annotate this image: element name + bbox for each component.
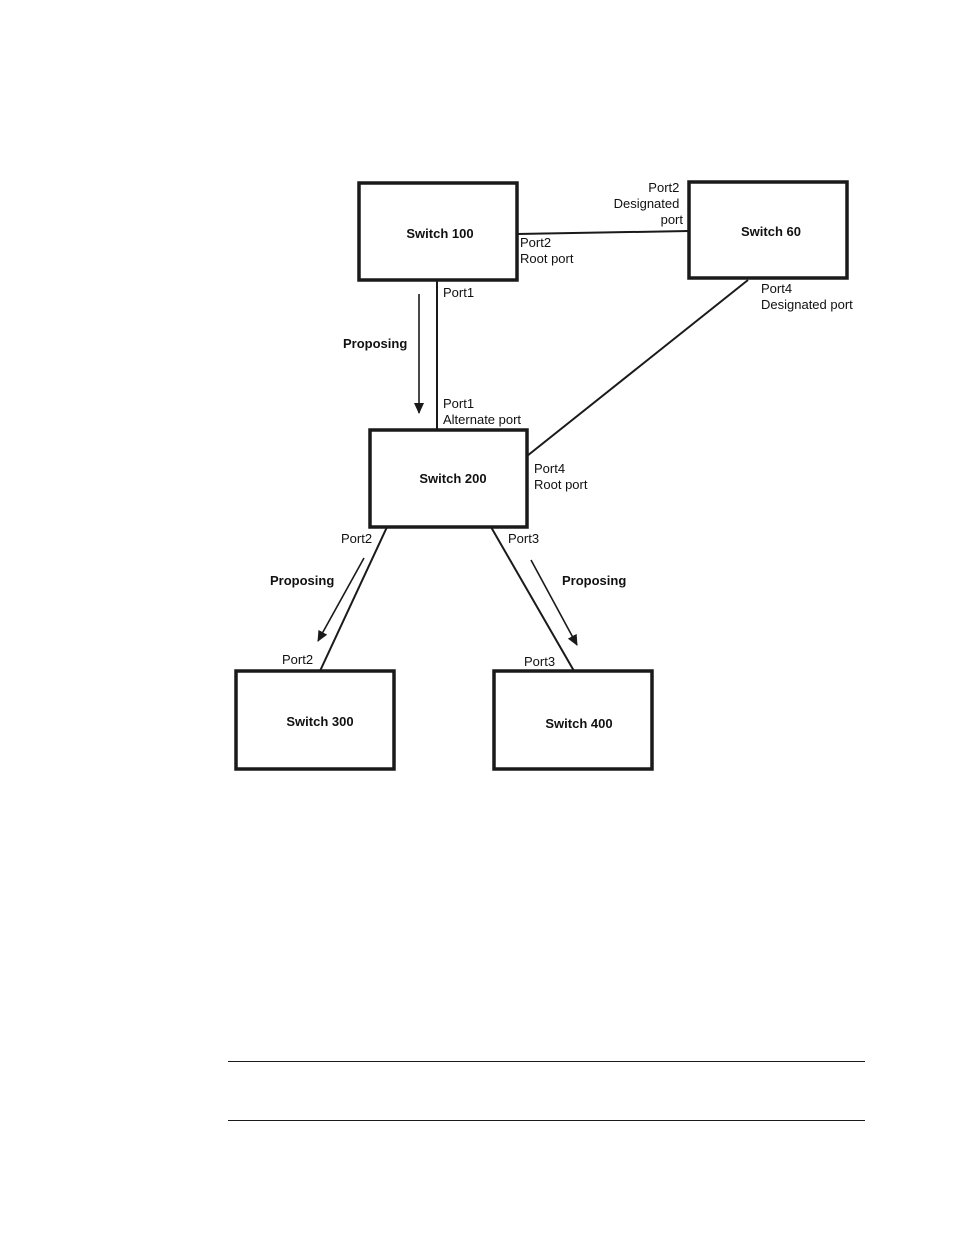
s200-port1-label: Port1 Alternate port <box>443 396 521 427</box>
s200-port3-label: Port3 <box>508 531 539 546</box>
s200-port2-label: Port2 <box>341 531 372 546</box>
switch-400: Switch 400 <box>494 671 652 769</box>
proposing-label-1: Proposing <box>343 336 407 351</box>
link-s200-s300 <box>320 527 387 671</box>
divider-bottom <box>228 1120 865 1121</box>
switch-100-label: Switch 100 <box>406 226 473 241</box>
s400-port3-label: Port3 <box>524 654 555 669</box>
s200-port4-label: Port4 Root port <box>534 461 588 492</box>
switch-60: Switch 60 <box>689 182 847 278</box>
link-s60-s200 <box>527 280 748 456</box>
proposing-label-3: Proposing <box>562 573 626 588</box>
switch-200-label: Switch 200 <box>419 471 486 486</box>
link-s100-s60 <box>517 231 689 234</box>
switch-400-label: Switch 400 <box>545 716 612 731</box>
s60-port2-label: Port2 Designated port <box>614 180 684 227</box>
s300-port2-label: Port2 <box>282 652 313 667</box>
s100-port1-label: Port1 <box>443 285 474 300</box>
s100-port2-label: Port2 Root port <box>520 235 574 266</box>
proposing-arrow-s200-s300 <box>318 558 364 641</box>
s60-port4-label: Port4 Designated port <box>761 281 853 312</box>
switch-300: Switch 300 <box>236 671 394 769</box>
switch-60-label: Switch 60 <box>741 224 801 239</box>
proposing-label-2: Proposing <box>270 573 334 588</box>
switch-200: Switch 200 <box>370 430 527 527</box>
divider-top <box>228 1061 865 1062</box>
link-s200-s400 <box>491 527 574 671</box>
switch-300-label: Switch 300 <box>286 714 353 729</box>
switch-100: Switch 100 <box>359 183 517 280</box>
